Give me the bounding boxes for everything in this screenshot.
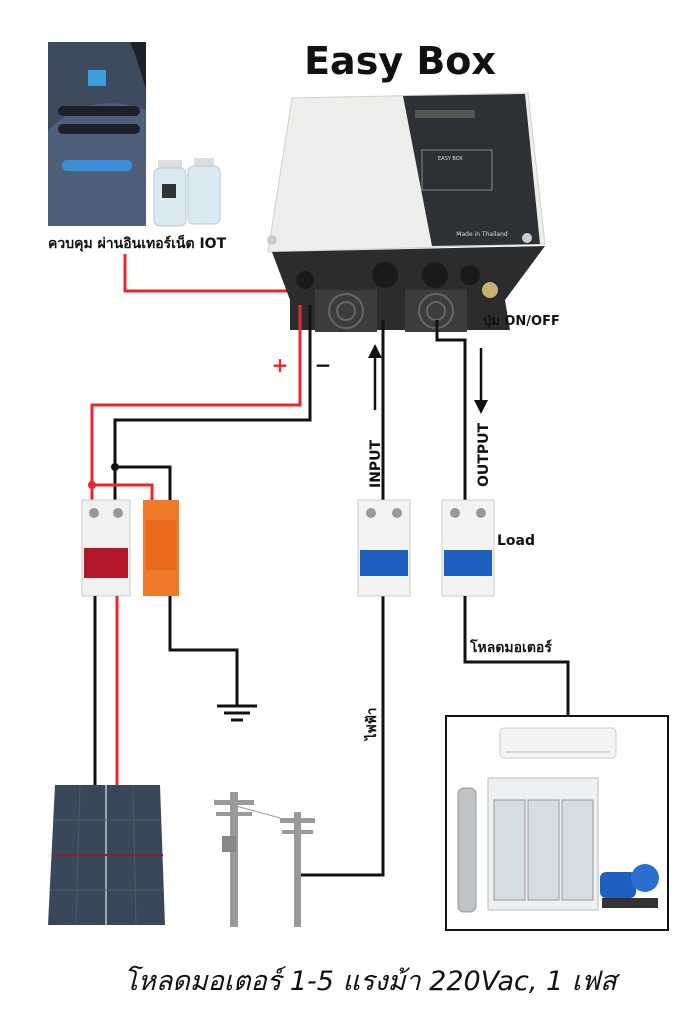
footer-caption: โหลดมอเตอร์ 1-5 แรงม้า 220Vac, 1 เฟส	[123, 965, 620, 997]
input-breaker	[357, 499, 411, 597]
front-panel	[403, 94, 540, 246]
easy-box-device: Made in Thailand EASY BOX	[267, 92, 546, 332]
login-button	[62, 160, 132, 171]
surge-protector	[143, 500, 179, 596]
submersible-pump	[457, 787, 477, 913]
refrigerator	[487, 777, 599, 911]
title: Easy Box	[304, 39, 496, 83]
panel-model: EASY BOX	[438, 156, 463, 162]
motor-load-label: โหลดมอเตอร์	[469, 638, 552, 656]
power-button-label: ปุ่ม ON/OFF	[483, 314, 560, 329]
output-label: OUTPUT	[476, 423, 492, 487]
output-arrow-icon	[474, 348, 488, 414]
power-button-icon	[482, 282, 498, 298]
app-logo-icon	[88, 70, 106, 86]
ground-icon	[217, 704, 257, 722]
output-wire	[435, 320, 467, 505]
dc-positive-wire	[90, 305, 302, 505]
dc-breaker	[81, 499, 131, 597]
usb-iot-dongles	[153, 158, 221, 227]
dc-negative-wire	[113, 305, 312, 505]
solar-panel	[48, 784, 165, 926]
load-label: Load	[497, 533, 535, 549]
air-conditioner	[499, 727, 617, 759]
cooling-fan	[315, 290, 377, 332]
input-arrow-icon	[368, 344, 382, 410]
output-breaker	[441, 499, 495, 597]
minus-label: −	[315, 353, 332, 377]
power-poles	[213, 792, 315, 927]
load-appliances-box	[445, 715, 669, 931]
grid-label: ไฟฟ้า	[363, 708, 380, 742]
panel-text: Made in Thailand	[456, 231, 508, 238]
input-label: INPUT	[368, 439, 384, 488]
iot-wire	[123, 254, 350, 293]
water-pump-motor	[600, 864, 659, 908]
plus-label: +	[272, 353, 289, 377]
grid-wire	[300, 596, 385, 877]
phone-app-screenshot	[48, 42, 146, 226]
load-wire	[463, 596, 570, 716]
iot-caption: ควบคุม ผ่านอินเทอร์เน็ต IOT	[48, 234, 227, 252]
ground-wire	[168, 596, 239, 705]
